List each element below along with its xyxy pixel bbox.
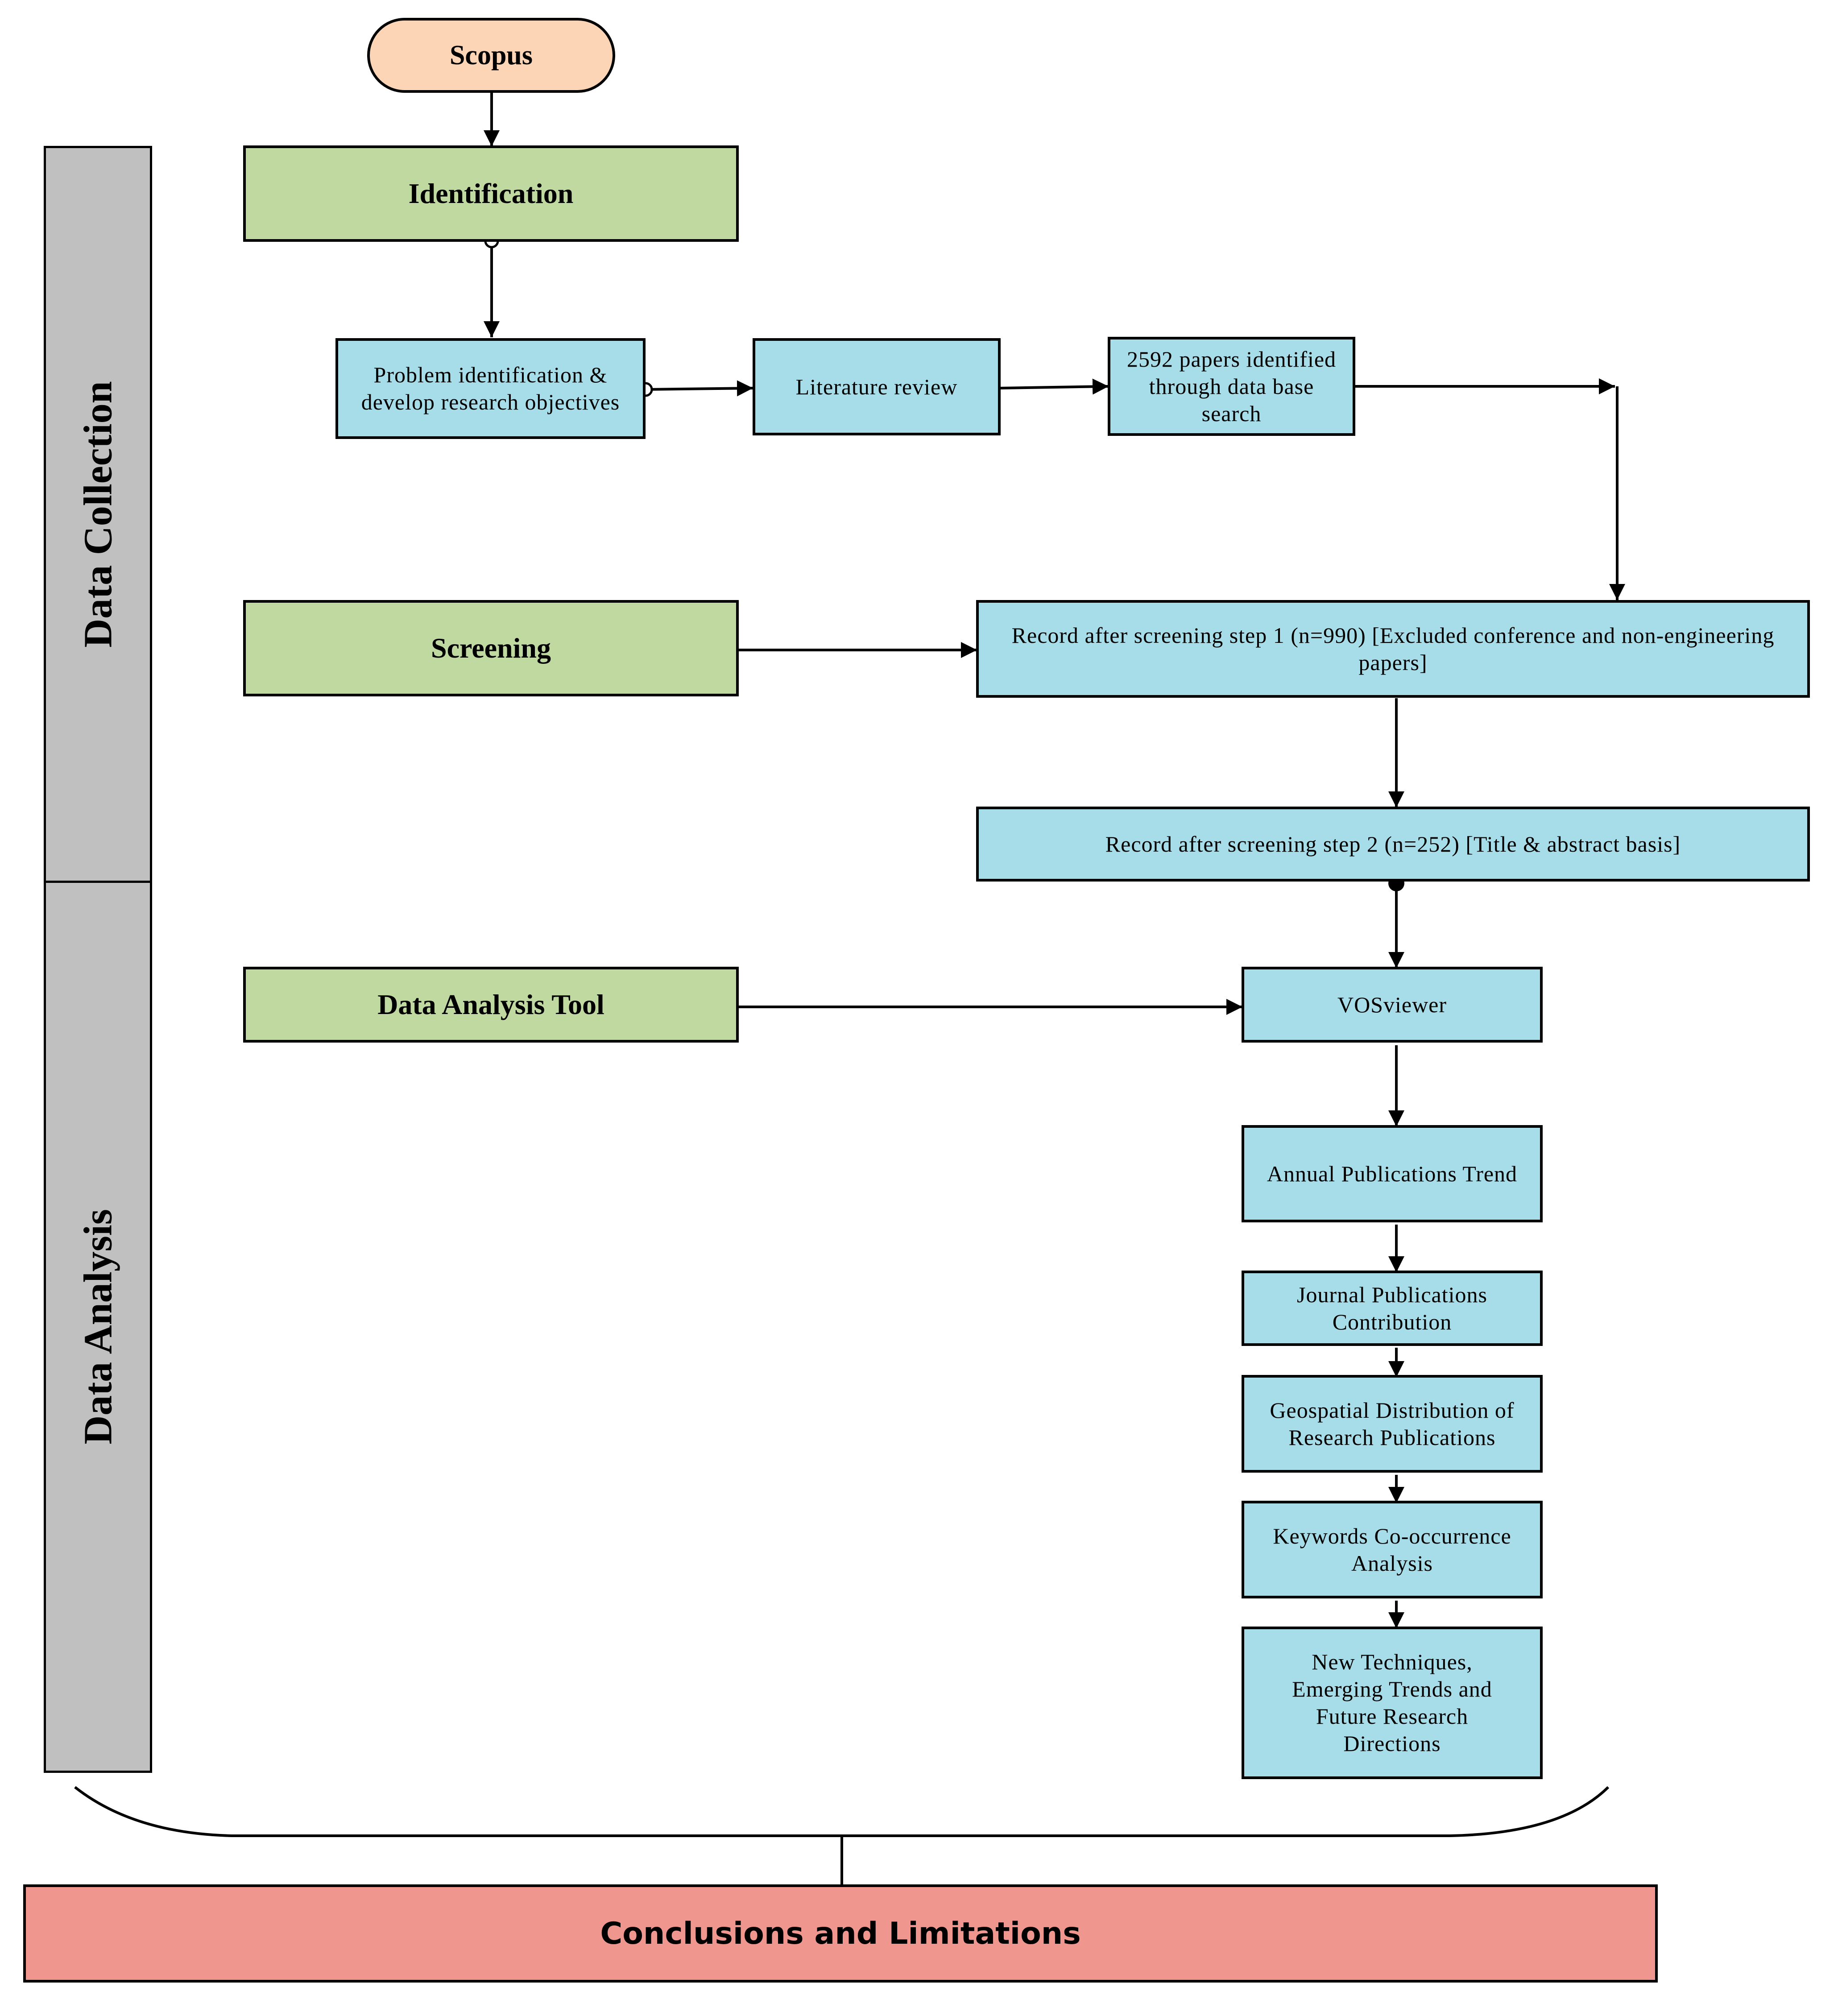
lane-data-analysis: Data Analysis [44, 881, 152, 1773]
step-literature-review: Literature review [753, 338, 1001, 435]
lane-label-data-analysis: Data Analysis [76, 1209, 120, 1445]
conclusions-and-limitations: Conclusions and Limitations [23, 1884, 1658, 1983]
summary-brace [74, 1786, 1610, 1837]
phase-data-analysis-tool: Data Analysis Tool [243, 967, 739, 1043]
step-screening-1: Record after screening step 1 (n=990) [E… [976, 600, 1810, 698]
step-annual-publications-trend: Annual Publications Trend [1242, 1125, 1543, 1222]
step-journal-publications: Journal Publications Contribution [1242, 1271, 1543, 1346]
phase-identification: Identification [243, 145, 739, 242]
arrow-literature-papers [999, 378, 1109, 395]
step-problem-identification: Problem identification & develop researc… [335, 338, 646, 439]
step-screening-2: Record after screening step 2 (n=252) [T… [976, 807, 1810, 882]
step-papers-identified: 2592 papers identified through data base… [1108, 337, 1355, 436]
arrow-problem-literature [645, 380, 753, 397]
step-new-techniques: New Techniques, Emerging Trends and Futu… [1242, 1627, 1543, 1779]
step-keywords-cooccurrence: Keywords Co-occurrence Analysis [1242, 1501, 1543, 1598]
lane-data-collection: Data Collection [44, 146, 152, 883]
step-geospatial-distribution: Geospatial Distribution of Research Publ… [1242, 1375, 1543, 1473]
lane-label-data-collection: Data Collection [76, 381, 120, 648]
phase-screening: Screening [243, 600, 739, 696]
step-vosviewer: VOSviewer [1242, 967, 1543, 1043]
source-scopus: Scopus [367, 18, 615, 93]
